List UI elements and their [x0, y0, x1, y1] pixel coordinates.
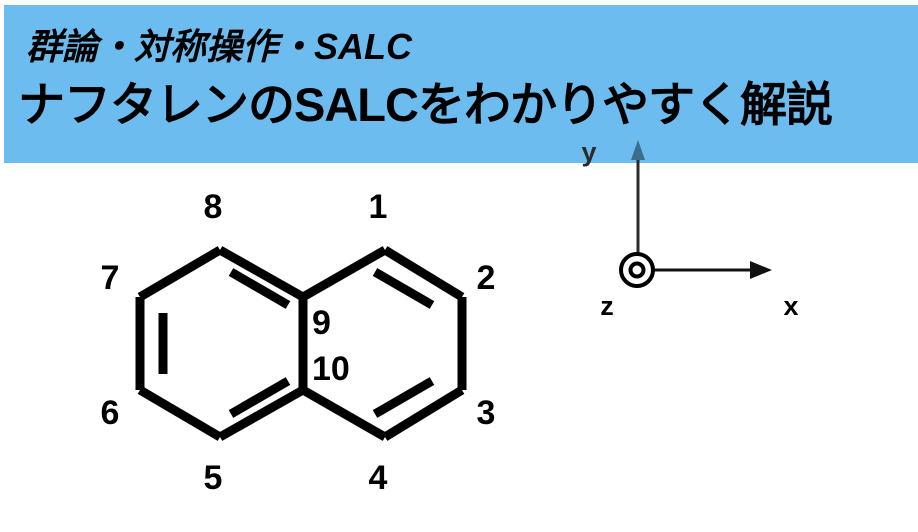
double-inner-3-4 — [372, 377, 435, 418]
bond-3-4 — [382, 386, 465, 441]
position-label-6: 6 — [101, 394, 120, 432]
bond-7-8 — [137, 246, 223, 301]
bond-1-2 — [382, 246, 465, 301]
position-label-4: 4 — [369, 459, 388, 497]
position-label-2: 2 — [477, 259, 496, 297]
position-label-1: 1 — [369, 188, 388, 226]
position-label-3: 3 — [477, 394, 496, 432]
position-label-group: 1 2 3 4 5 6 7 8 9 10 — [101, 188, 496, 497]
banner-subtitle: 群論・対称操作・SALC — [26, 26, 412, 67]
bond-8-9 — [217, 246, 306, 301]
double-inner-1-2 — [372, 268, 435, 309]
position-label-5: 5 — [204, 459, 223, 497]
bond-5-6 — [137, 386, 223, 441]
position-label-7: 7 — [101, 259, 120, 297]
bond-skeleton — [135, 246, 467, 441]
bond-4-10 — [300, 386, 388, 441]
double-bond-inner-lines — [158, 268, 435, 418]
bond-10-5 — [217, 386, 306, 441]
bond-9-1 — [300, 246, 388, 301]
position-label-8: 8 — [204, 188, 223, 226]
double-inner-5-10 — [228, 377, 291, 418]
position-label-10: 10 — [312, 350, 350, 388]
double-inner-8-9 — [228, 268, 291, 309]
position-label-9: 9 — [312, 304, 331, 342]
banner-title: ナフタレンのSALCをわかりやすく解説 — [18, 78, 833, 131]
title-banner: 群論・対称操作・SALC ナフタレンのSALCをわかりやすく解説 — [4, 5, 918, 163]
